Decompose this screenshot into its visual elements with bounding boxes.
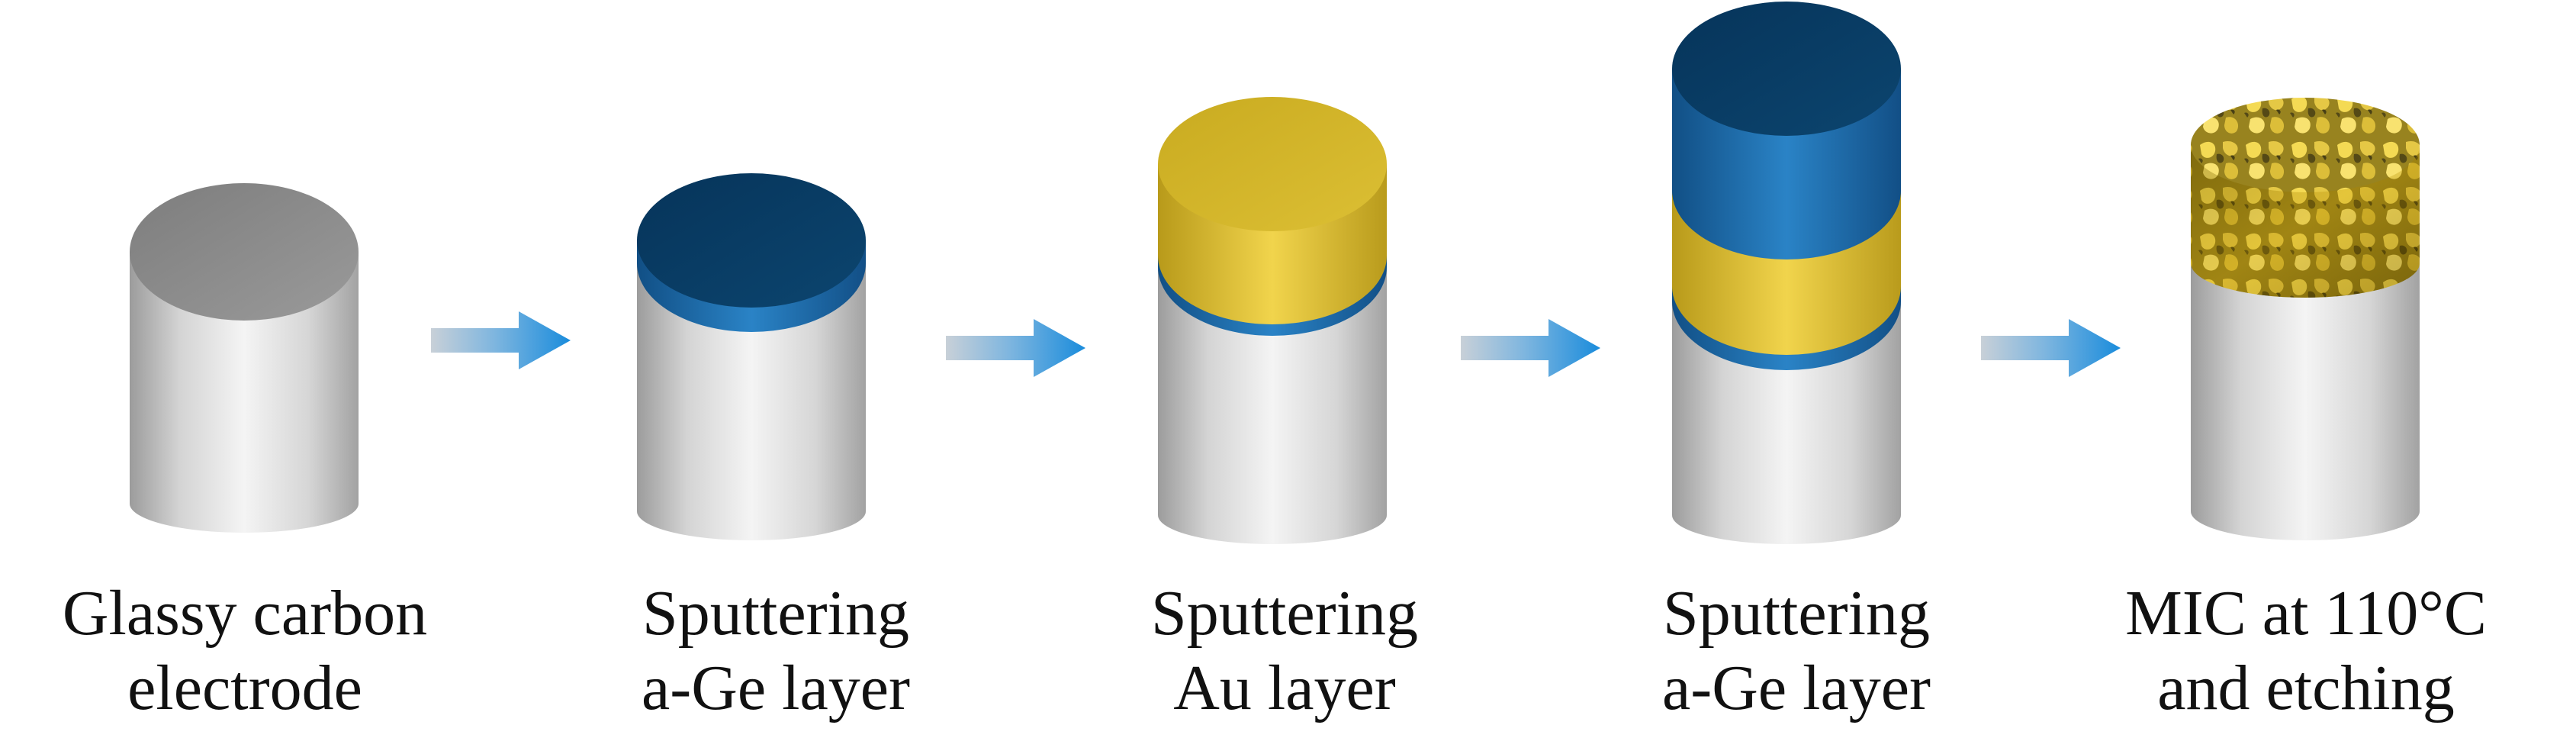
caption-line: Sputtering xyxy=(1663,578,1930,649)
step-caption-au-layer: Sputtering Au layer xyxy=(1040,576,1529,726)
cylinder-au-layer xyxy=(1158,97,1387,544)
caption-line: MIC at 110°C xyxy=(2125,578,2487,649)
arrow-right-icon xyxy=(1981,319,2121,377)
caption-line: Sputtering xyxy=(1151,578,1418,649)
caption-line: electrode xyxy=(127,653,362,723)
caption-line: Sputtering xyxy=(642,578,909,649)
arrow-right-icon xyxy=(946,319,1085,377)
step-caption-mic-etching: MIC at 110°C and etching xyxy=(2062,576,2550,726)
caption-line: Au layer xyxy=(1173,653,1396,723)
step-caption-a-ge-layer-2: Sputtering a-Ge layer xyxy=(1552,576,2041,726)
cylinder-a-ge-layer xyxy=(637,173,866,540)
cylinder-glassy-carbon xyxy=(130,183,359,533)
caption-line: Glassy carbon xyxy=(62,578,428,649)
step-caption-glassy-carbon: Glassy carbon electrode xyxy=(1,576,489,726)
arrow-right-icon xyxy=(431,311,571,369)
step-caption-a-ge-layer: Sputtering a-Ge layer xyxy=(532,576,1020,726)
caption-line: a-Ge layer xyxy=(641,653,911,723)
cylinder-porous-au xyxy=(2191,98,2420,540)
caption-line: a-Ge layer xyxy=(1661,653,1931,723)
arrow-right-icon xyxy=(1461,319,1600,377)
caption-line: and etching xyxy=(2157,653,2455,723)
cylinder-a-ge-au-a-ge xyxy=(1672,2,1901,544)
